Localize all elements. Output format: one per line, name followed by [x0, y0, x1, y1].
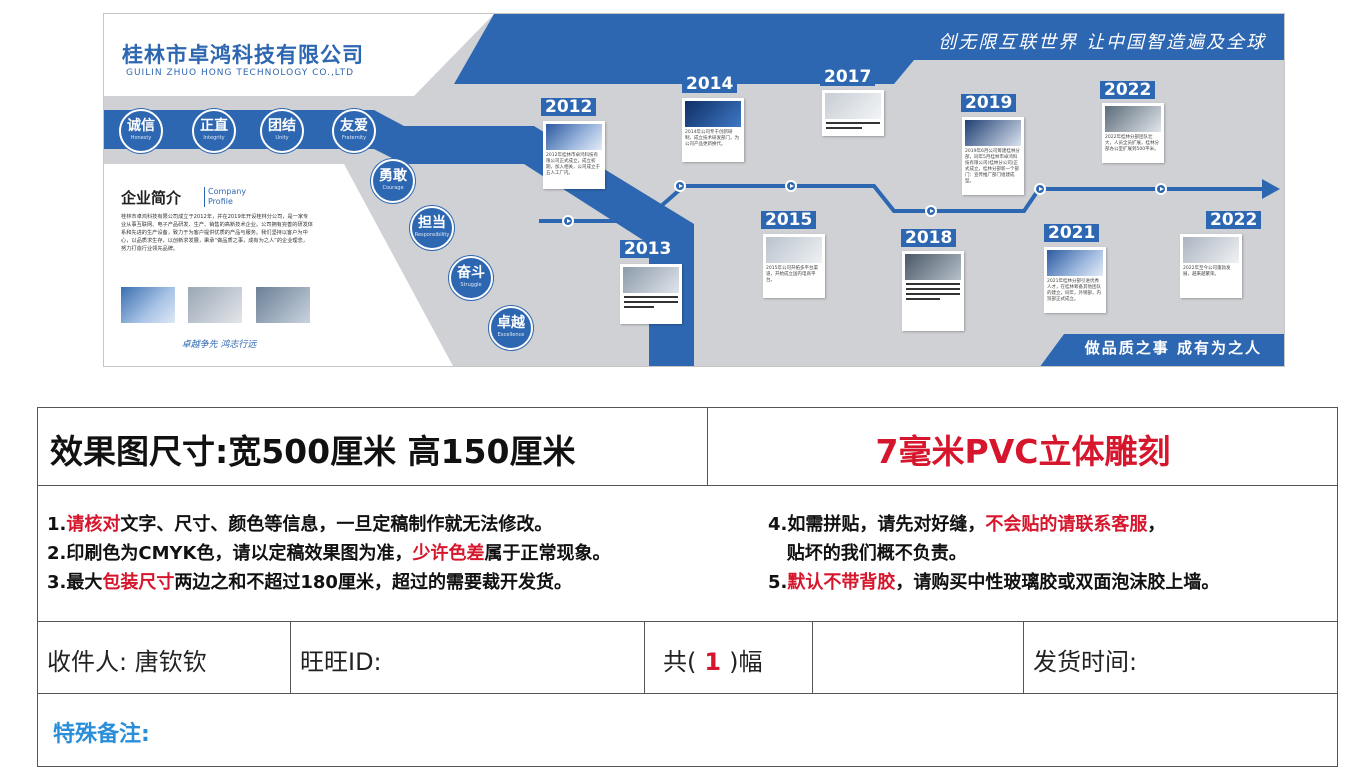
milestone-card-2022-b: 2022年至今公司蓬勃发展，越来越繁荣。	[1180, 234, 1242, 298]
note-4-cont: 贴坏的我们概不负责。	[768, 543, 967, 564]
top-slogan: 创无限互联世界 让中国智造遍及全球	[938, 32, 1266, 53]
culture-wall-banner: 桂林市卓鸿科技有限公司 GUILIN ZHUO HONG TECHNOLOGY …	[103, 13, 1285, 367]
shipping-row: 收件人: 唐钦钦 旺旺ID: 共(1)幅 发货时间:	[38, 622, 1337, 694]
timeline-node	[1034, 183, 1046, 195]
bottom-slogan: 做品质之事 成有为之人	[1084, 339, 1262, 357]
wangwang-id-cell: 旺旺ID:	[291, 622, 645, 694]
year-2012: 2012	[541, 98, 597, 116]
milestone-card-2021: 2021年桂林分部引进优秀人才，在桂林筹备其他团队的建立，同年，外销部，内贸部正…	[1044, 247, 1106, 313]
notes-right: 4.如需拼贴，请先对好缝，不会贴的请联系客服， 贴坏的我们概不负责。 5.默认不…	[768, 510, 1219, 597]
year-2018: 2018	[901, 229, 957, 247]
note-2: 2.印刷色为CMYK色，请以定稿效果图为准，少许色差属于正常现象。	[47, 543, 611, 564]
year-2013: 2013	[620, 240, 676, 258]
note-5: 5.默认不带背胶，请购买中性玻璃胶或双面泡沫胶上墙。	[768, 572, 1220, 593]
intro-photo-building	[121, 287, 175, 323]
year-2022-a: 2022	[1100, 81, 1156, 99]
year-2019: 2019	[961, 94, 1017, 112]
milestone-card-2012: 2012年桂林市卓鸿科技有限公司正式成立，成立初期，加入相关，公司成立于五人工厂…	[543, 121, 605, 189]
timeline-node	[674, 180, 686, 192]
timeline-node	[1155, 183, 1167, 195]
spec-row: 效果图尺寸:宽500厘米 高150厘米 7毫米PVC立体雕刻	[38, 408, 1337, 486]
year-2017: 2017	[820, 68, 876, 86]
note-4: 4.如需拼贴，请先对好缝，不会贴的请联系客服，	[768, 514, 1166, 535]
timeline-node	[925, 205, 937, 217]
intro-photo-team	[256, 287, 310, 323]
milestone-card-2014: 2014年公司专于创新研制，成立技术研发部门，为公司产品更新换代。	[682, 98, 744, 162]
year-2014: 2014	[682, 75, 738, 93]
order-spec-table: 效果图尺寸:宽500厘米 高150厘米 7毫米PVC立体雕刻 1.请核对文字、尺…	[37, 407, 1338, 767]
notes-row: 1.请核对文字、尺寸、颜色等信息，一旦定稿制作就无法修改。 2.印刷色为CMYK…	[38, 486, 1337, 622]
intro-photo-handshake	[188, 287, 242, 323]
intro-title: 企业简介	[121, 189, 182, 207]
company-name-en: GUILIN ZHUO HONG TECHNOLOGY CO.,LTD	[126, 68, 355, 78]
milestone-card-2019: 2019年6月公司筹建桂林分部，同年5月桂林市卓鸿科技有限公司(桂林分公司)正式…	[962, 117, 1024, 195]
milestone-card-2013	[620, 264, 682, 324]
milestone-card-2015: 2015年公司开拓多平台渠道，开始成立国内电商平台。	[763, 234, 825, 298]
notes-left: 1.请核对文字、尺寸、颜色等信息，一旦定稿制作就无法修改。 2.印刷色为CMYK…	[47, 510, 610, 597]
blank-cell	[813, 622, 1024, 694]
timeline-node	[562, 215, 574, 227]
milestone-card-2018	[902, 251, 964, 331]
note-3: 3.最大包装尺寸两边之和不超过180厘米，超过的需要裁开发货。	[47, 572, 572, 593]
milestone-card-2022-a: 2022年桂林分部团队壮大，人员全员扩展，桂林分部办公室扩展到500平米。	[1102, 103, 1164, 163]
special-remark-label: 特殊备注:	[53, 722, 150, 747]
intro-body: 桂林市卓鸿科技有限公司成立于2012年，并在2019年开设桂林分公司，是一家专业…	[121, 214, 313, 252]
ship-time-cell: 发货时间:	[1033, 648, 1138, 676]
year-2021: 2021	[1044, 224, 1100, 242]
size-label: 效果图尺寸:宽500厘米 高150厘米	[38, 408, 708, 486]
count-cell: 共(1)幅	[645, 622, 813, 694]
milestone-card-2017	[822, 90, 884, 136]
intro-footer-slogan: 卓越争先 鸿志行远	[181, 340, 257, 350]
year-2022-b: 2022	[1206, 211, 1262, 229]
note-1: 1.请核对文字、尺寸、颜色等信息，一旦定稿制作就无法修改。	[47, 514, 553, 535]
recipient-cell: 收件人: 唐钦钦	[38, 622, 291, 694]
material-label: 7毫米PVC立体雕刻	[875, 432, 1171, 471]
company-name-cn: 桂林市卓鸿科技有限公司	[122, 43, 364, 67]
year-2015: 2015	[761, 211, 817, 229]
timeline-node	[785, 180, 797, 192]
remark-row: 特殊备注:	[38, 694, 1337, 767]
